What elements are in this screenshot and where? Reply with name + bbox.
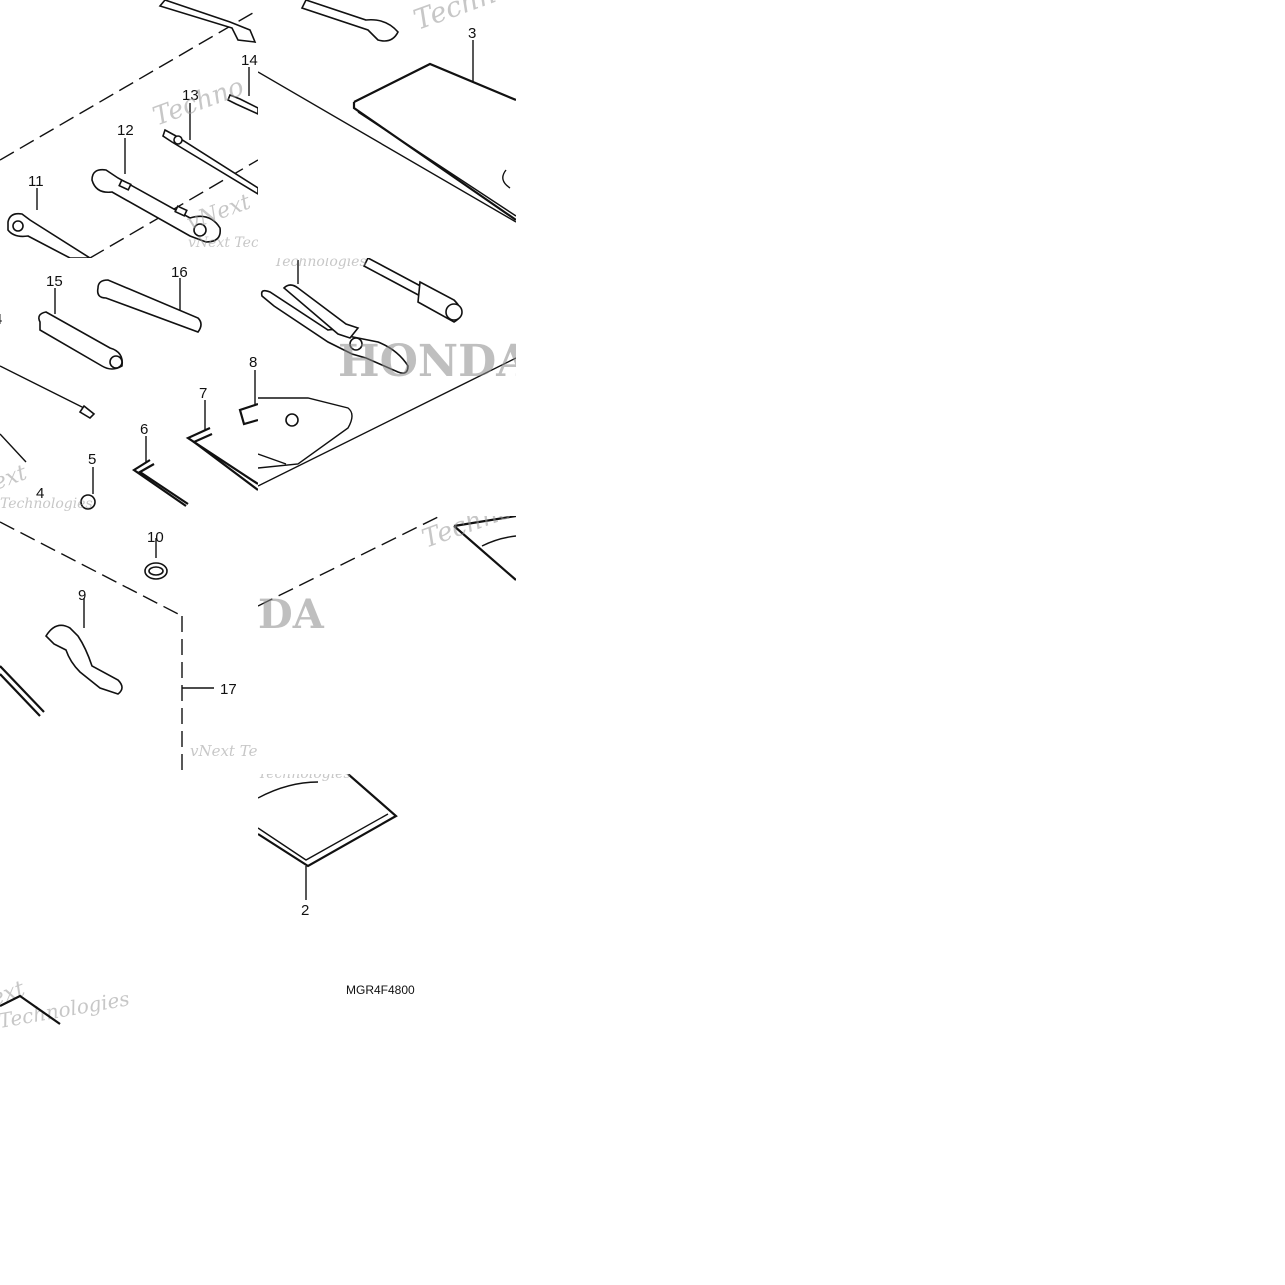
- callout-15: 15: [46, 273, 63, 290]
- callout-7: 7: [199, 385, 207, 402]
- tool-roll: [258, 397, 353, 469]
- tile-fragment: ext Technologies: [0, 774, 258, 1032]
- callout-17: 17: [220, 681, 237, 698]
- watermark-text: ext: [0, 460, 30, 495]
- brand-watermark-fragment: DA: [258, 591, 325, 638]
- figure-code: MGR4F4800: [346, 983, 415, 997]
- callout-3: 3: [468, 25, 476, 42]
- tile-hook-wrench: 10 9 17 8 vNext Te: [0, 516, 258, 774]
- callout-2: 2: [301, 902, 309, 919]
- watermark-text: vNext Tec: [188, 235, 258, 251]
- hook-wrench-9: [44, 624, 123, 695]
- callout-13: 13: [182, 87, 199, 104]
- tool-bag-3: [352, 62, 516, 221]
- watermark-text: vNext Te: [190, 742, 258, 760]
- tile-tool-case: 3 Techno: [258, 0, 516, 258]
- callout-11: 11: [28, 173, 44, 190]
- socket-wrench: [362, 258, 463, 323]
- tile-document: 2 MGR4F4800 Technologies: [258, 774, 516, 1032]
- callout-12: 12: [117, 122, 134, 139]
- washer-10: [144, 562, 168, 580]
- open-end-wrench-11: [7, 212, 92, 258]
- callout-14: 14: [241, 52, 258, 69]
- combination-wrench-12: [91, 168, 222, 243]
- watermark-text: Technologies: [0, 496, 93, 512]
- watermark-text: Techno: [409, 0, 516, 37]
- extension-rod-13: [162, 128, 258, 195]
- pliers: [260, 284, 409, 374]
- document-2: [258, 774, 398, 868]
- handle-sleeve-16: [96, 279, 202, 333]
- screwdriver-grip-15: [38, 311, 124, 370]
- callout-16: 16: [171, 264, 188, 281]
- callout-10: 10: [147, 529, 164, 546]
- watermark-text: Techno: [418, 516, 516, 555]
- hex-key-8: [238, 402, 258, 426]
- nut-5: [80, 494, 96, 510]
- callout-9: 9: [78, 587, 86, 604]
- tile-pliers: Technologies HONDA: [258, 258, 516, 516]
- callout-5: 5: [88, 451, 96, 468]
- tile-wrenches: 11 12 13 14 Techno vNext vNext Tec: [0, 0, 258, 258]
- callout-4: 4: [36, 485, 44, 502]
- brand-watermark: HONDA: [338, 336, 516, 387]
- hex-key-7: [185, 426, 258, 491]
- watermark-text: Technologies: [274, 258, 367, 270]
- tile-manual: Techno DA: [258, 516, 516, 774]
- owners-manual-1: [453, 516, 516, 581]
- tile-hex-keys: 15 16 6 7 8 5 4 4 Technologies ext: [0, 258, 258, 516]
- watermark-text: Techno: [149, 72, 248, 132]
- callout-6: 6: [140, 421, 148, 438]
- watermark-text: Technologies: [258, 774, 351, 782]
- hex-key-6: [131, 459, 189, 507]
- callout-8: 8: [249, 354, 257, 371]
- callout-4-edge: 4: [0, 311, 2, 328]
